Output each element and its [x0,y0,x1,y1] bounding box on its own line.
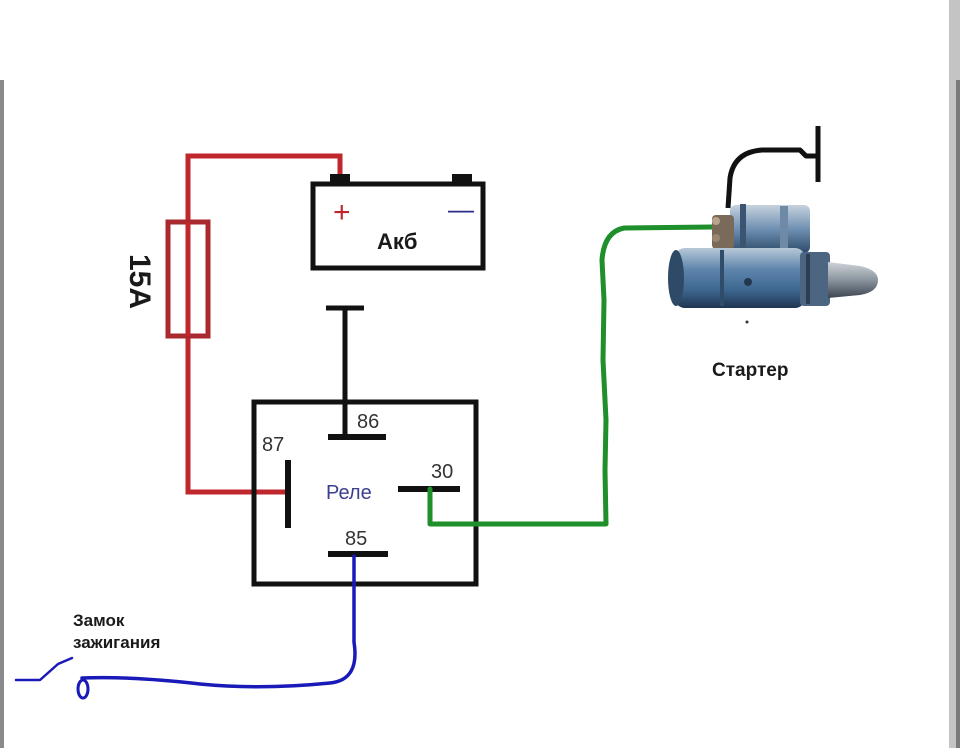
battery: + — Акб [310,174,486,271]
frame-right-border [956,80,960,748]
starter-label: Стартер [712,360,788,381]
starter-ground-wire [725,126,821,209]
battery-minus-sign: — [448,194,474,224]
red-wire [185,153,343,495]
battery-plus-sign: + [333,196,351,229]
frame-right-strip [949,0,960,748]
battery-label: Акб [377,229,418,254]
relay-label: Реле [326,482,372,504]
relay-pin-30-label: 30 [431,461,453,483]
relay-pin-86-label: 86 [357,411,379,433]
ignition-switch [14,656,74,682]
fuse-15a: 15A [123,219,211,339]
ground-symbol-86 [326,305,364,436]
relay: 86 87 30 85 Реле [251,399,479,587]
ignition-label-line2: зажигания [73,633,160,652]
relay-pin-85-label: 85 [345,528,367,550]
blue-wire [76,554,357,700]
frame-left-border [0,80,4,748]
starter-motor-icon [668,204,878,324]
fuse-label: 15A [123,254,156,309]
relay-pin-87-label: 87 [262,434,284,456]
ignition-contact-icon [76,678,90,700]
ignition-label-line1: Замок [73,611,125,630]
green-wire [427,224,715,527]
